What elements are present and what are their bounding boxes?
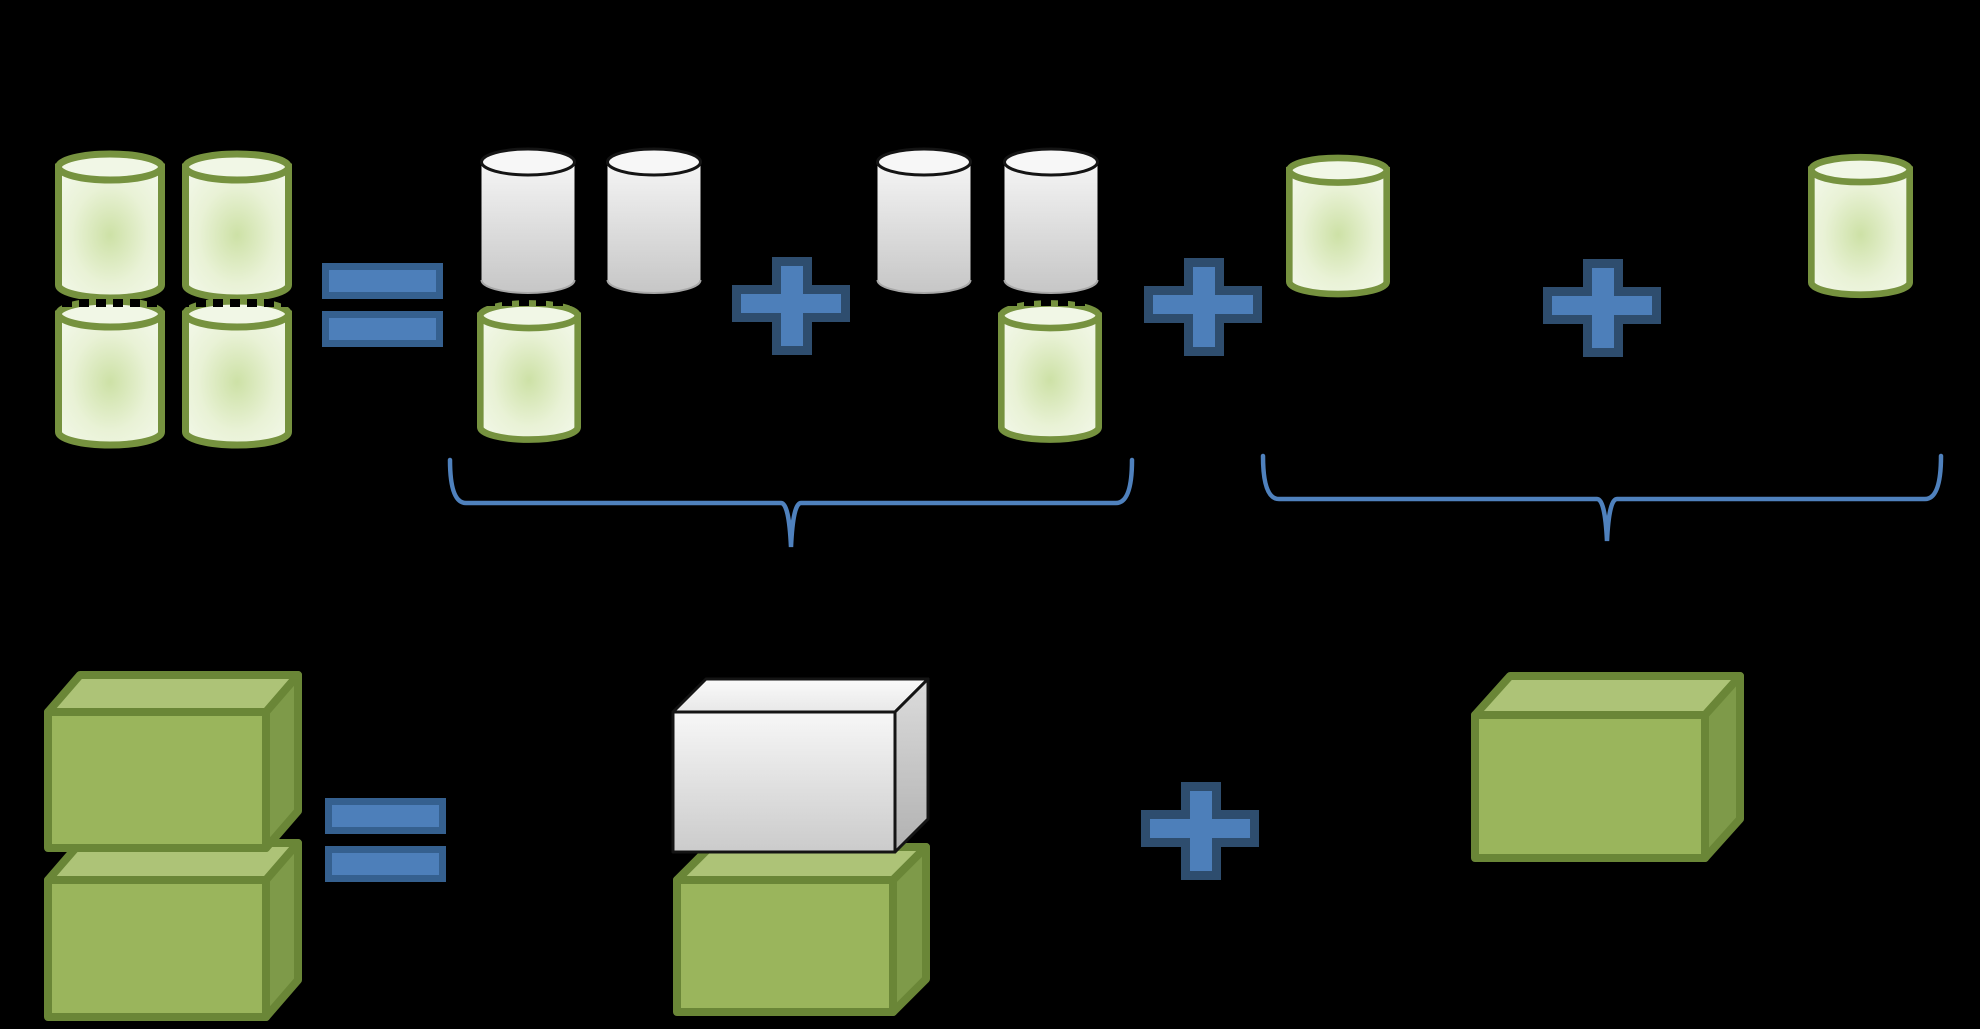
- green-cylinder-stack-2: [179, 154, 299, 445]
- box-side-face: [889, 843, 930, 1016]
- box-top-face: [1471, 672, 1744, 719]
- green-cylinder-top: [59, 154, 162, 298]
- box-front-face: [44, 708, 270, 852]
- green-box-under: [673, 843, 930, 1016]
- brace-left: [447, 457, 1135, 548]
- green-cylinder: [1811, 157, 1909, 294]
- box-side-face: [1701, 672, 1744, 862]
- plus-sign-1: [732, 257, 850, 355]
- green-cylinder-bottom: [480, 303, 577, 439]
- box-top-face: [44, 671, 302, 716]
- green-cylinder-bottom: [59, 301, 162, 445]
- green-box-lower: [44, 839, 302, 1021]
- gray-over-green-stack-a: [468, 147, 592, 440]
- green-cylinder: [1289, 158, 1386, 294]
- plus-sign-3: [1543, 259, 1661, 357]
- green-cylinder-stack-1: [45, 154, 176, 445]
- box-front-face: [1471, 711, 1709, 862]
- box-front-face: [44, 876, 270, 1021]
- box-side-face: [262, 671, 302, 852]
- gray-cylinder-c: [876, 147, 972, 295]
- green-cylinder-top: [186, 154, 289, 298]
- gray-cylinder-top: [1003, 147, 1099, 295]
- green-box-stack: [44, 671, 302, 1021]
- box-front-face: [673, 876, 897, 1016]
- green-cylinder-bottom: [1001, 303, 1098, 439]
- box-equation-row: [44, 671, 1744, 1021]
- gray-box: [671, 677, 930, 854]
- gray-over-green-stack-d: [990, 147, 1114, 440]
- gray-cylinder-top: [480, 147, 576, 295]
- green-cylinder-bottom: [186, 301, 289, 445]
- green-cylinder-f: [1804, 157, 1916, 310]
- gray-cylinder-b: [606, 147, 702, 295]
- brace-right: [1260, 453, 1944, 542]
- plus-sign-4: [1141, 782, 1259, 880]
- equals-sign-bottom: [325, 798, 446, 882]
- plus-sign-2: [1144, 258, 1262, 356]
- green-cylinder-e: [1282, 158, 1394, 310]
- box-side-face: [893, 677, 930, 854]
- equals-sign-top: [322, 263, 443, 347]
- gray-box-over-green-box: [671, 677, 930, 1016]
- box-front-face: [671, 710, 897, 854]
- box-top-face: [671, 677, 930, 714]
- green-box-right: [1471, 672, 1744, 862]
- green-box-upper: [44, 671, 302, 852]
- cylinder-equation-row: [45, 147, 1916, 445]
- box-side-face: [262, 839, 302, 1021]
